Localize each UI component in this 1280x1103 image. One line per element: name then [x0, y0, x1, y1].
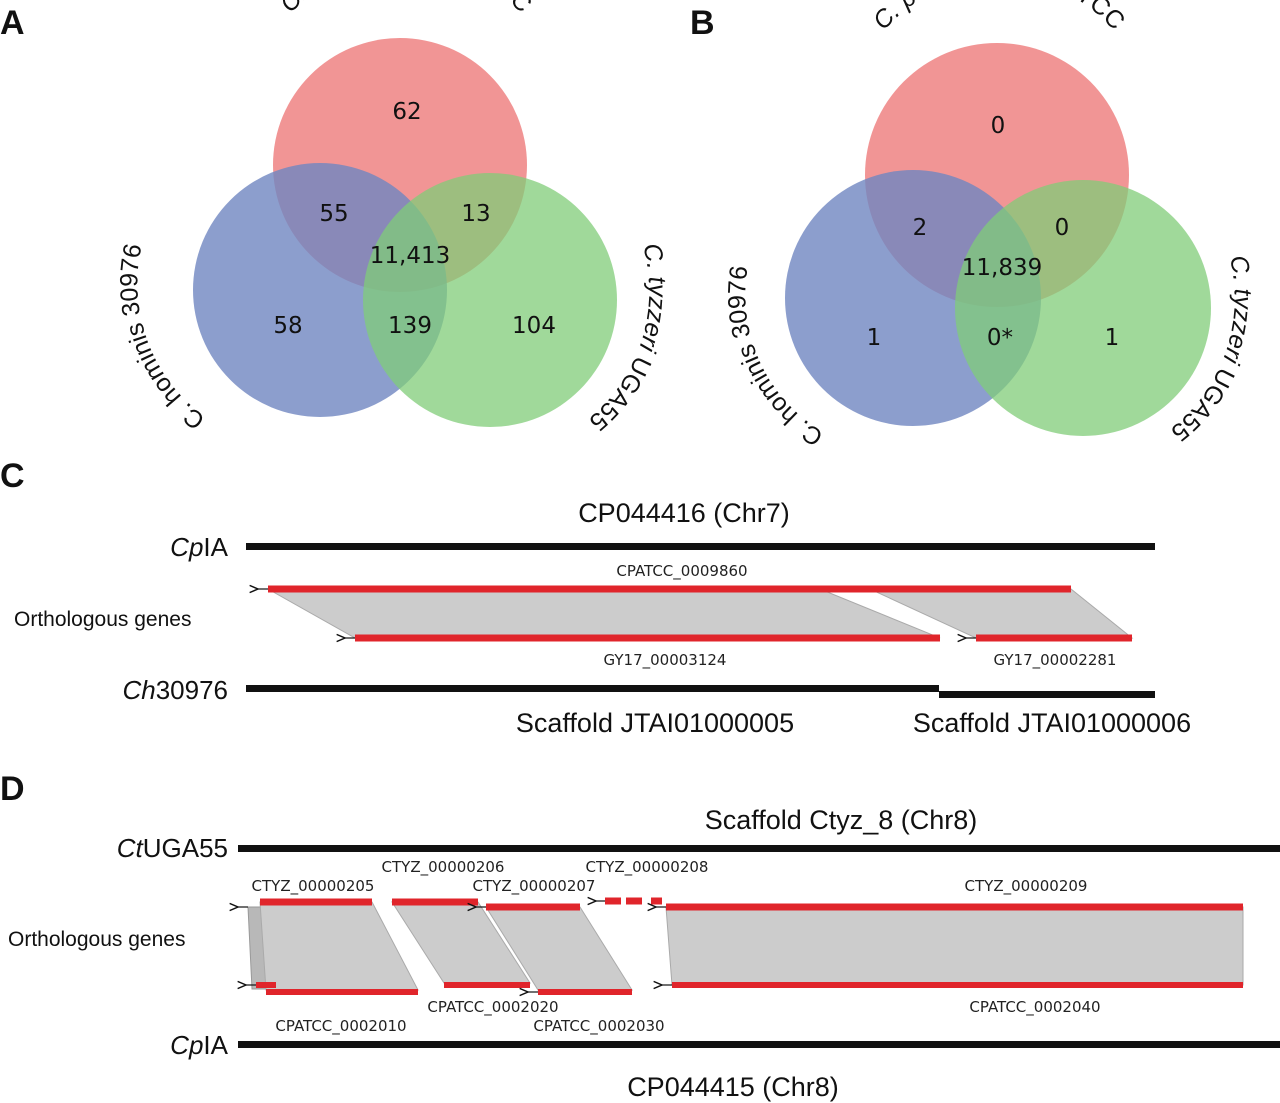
- venn-b-parvum-tyzzeri: 0: [1055, 215, 1070, 241]
- venn-a-parvum-hominis: 55: [319, 201, 348, 227]
- panel-c-top-genome: CpIA: [170, 532, 228, 562]
- panel-c-letter: C: [0, 457, 25, 495]
- panel-d-bottom-genome: CpIA: [170, 1030, 228, 1060]
- panel-c-gene-bottom-b-label: GY17_00002281: [994, 651, 1117, 670]
- venn-a-all-three: 11,413: [370, 243, 450, 269]
- panel-a-letter: A: [0, 4, 25, 42]
- venn-b-tyzzeri-only: 1: [1105, 325, 1120, 351]
- panel-d-label-cp2020: CPATCC_0002020: [427, 998, 558, 1017]
- panel-d-label-cp2010: CPATCC_0002010: [275, 1017, 406, 1036]
- venn-a-parvum-only: 62: [392, 99, 421, 125]
- panel-c-scaffold-6: [939, 691, 1155, 698]
- panel-d-label-cp2040: CPATCC_0002040: [969, 998, 1100, 1017]
- panel-d: D Scaffold Ctyz_8 (Chr8) CtUGA55 CTYZ_00…: [0, 770, 1280, 1102]
- panel-d-label-ctyz205: CTYZ_00000205: [252, 877, 375, 896]
- venn-a-hominis-only: 58: [273, 313, 302, 339]
- panel-c-bottom-genome: Ch30976: [122, 675, 228, 705]
- panel-d-label-cp2030: CPATCC_0002030: [533, 1017, 664, 1036]
- panel-d-synteny-e: [665, 906, 1244, 986]
- panel-c-gene-bottom-a-label: GY17_00003124: [604, 651, 727, 670]
- venn-a-label-parvum: C. parvum IOWA-ATCC: [275, 0, 538, 18]
- venn-b-label-parvum: C. parvum IOWA-ATCC: [868, 0, 1131, 35]
- panel-d-top-genome: CtUGA55: [117, 833, 228, 863]
- panel-d-label-ctyz207: CTYZ_00000207: [473, 877, 596, 896]
- venn-a-parvum-tyzzeri: 13: [461, 201, 490, 227]
- panel-b: B 0 2 0 11,839 1 0* 1 C. parvum IOWA-ATC…: [690, 0, 1257, 452]
- panel-c-synteny-a: [266, 588, 941, 639]
- panel-c-top-title: CP044416 (Chr7): [578, 498, 790, 528]
- panel-c-top-chromosome: [246, 543, 1155, 550]
- venn-b-all-three: 11,839: [962, 255, 1042, 281]
- venn-b-circle-tyzzeri: [955, 180, 1211, 436]
- venn-a-hominis-tyzzeri: 139: [388, 313, 432, 339]
- panel-a: A 62 55 13 11,413 58 139 104 C. parvum I…: [0, 0, 671, 436]
- panel-d-label-ctyz208: CTYZ_00000208: [586, 858, 709, 877]
- panel-b-letter: B: [690, 4, 715, 42]
- panel-c-scaffold-6-label: Scaffold JTAI01000006: [913, 708, 1191, 738]
- panel-d-letter: D: [0, 770, 25, 808]
- panel-c-scaffold-5: [246, 685, 939, 692]
- panel-d-row-label: Orthologous genes: [8, 928, 185, 951]
- panel-c-scaffold-5-label: Scaffold JTAI01000005: [516, 708, 794, 738]
- venn-b-parvum-only: 0: [991, 113, 1006, 139]
- panel-d-synteny-b: [259, 901, 419, 991]
- venn-a-tyzzeri-only: 104: [512, 313, 556, 339]
- panel-c-row-label: Orthologous genes: [14, 608, 191, 631]
- panel-d-top-title: Scaffold Ctyz_8 (Chr8): [705, 805, 978, 835]
- panel-d-label-ctyz209: CTYZ_00000209: [965, 877, 1088, 896]
- venn-b-parvum-hominis: 2: [913, 215, 928, 241]
- panel-d-bottom-title: CP044415 (Chr8): [627, 1072, 839, 1102]
- panel-d-top-chromosome: [238, 845, 1280, 852]
- venn-b-hominis-tyzzeri: 0*: [987, 325, 1013, 351]
- panel-c-gene-top-label: CPATCC_0009860: [616, 562, 747, 581]
- venn-a-circle-tyzzeri: [363, 173, 617, 427]
- venn-b-hominis-only: 1: [867, 325, 882, 351]
- panel-d-bottom-chromosome: [238, 1041, 1280, 1048]
- panel-d-label-ctyz206: CTYZ_00000206: [382, 858, 505, 877]
- panel-c: C CP044416 (Chr7) CpIA CPATCC_0009860 GY…: [0, 457, 1191, 738]
